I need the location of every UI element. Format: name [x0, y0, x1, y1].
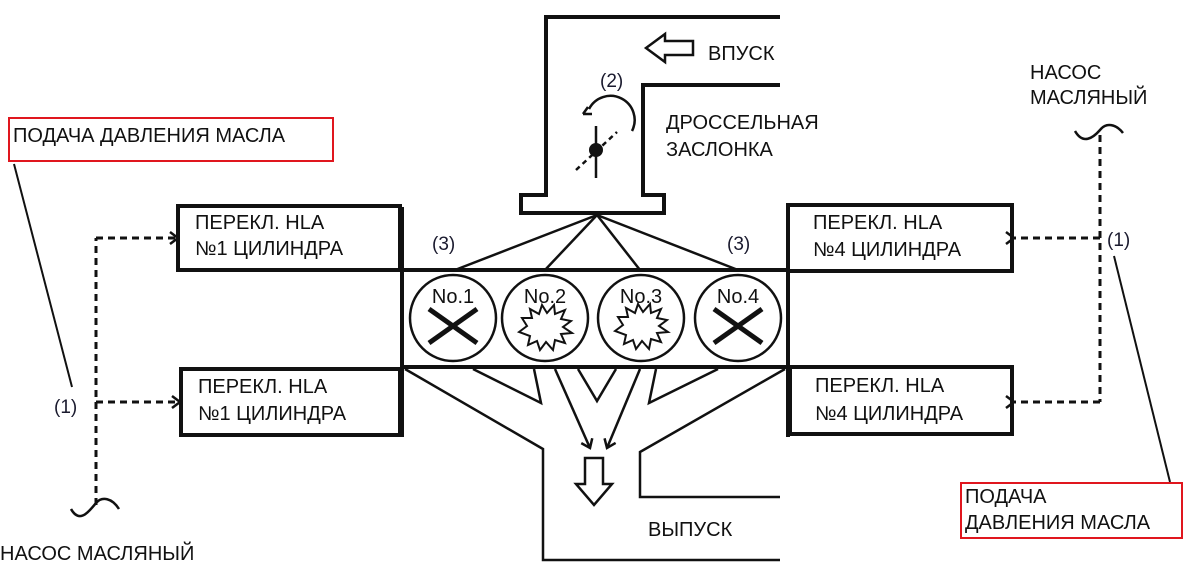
intake-duct: [519, 15, 780, 215]
switch-callout-left: (3): [432, 234, 455, 255]
svg-text:ПЕРЕКЛ. HLA: ПЕРЕКЛ. HLA: [195, 212, 325, 234]
svg-text:ПЕРЕКЛ. HLA: ПЕРЕКЛ. HLA: [815, 375, 945, 397]
cylinder-label: No.1: [432, 286, 474, 308]
exhaust-manifold: [404, 367, 786, 562]
oil-pump-right-label-line2: МАСЛЯНЫЙ: [1030, 85, 1147, 109]
throttle-valve-icon: [575, 126, 618, 178]
svg-text:ПОДАЧА: ПОДАЧА: [965, 486, 1047, 508]
oil-callout-left: (1): [54, 397, 77, 418]
svg-text:ПЕРЕКЛ. HLA: ПЕРЕКЛ. HLA: [198, 376, 328, 398]
burst-icon: [516, 302, 575, 353]
cylinder-4: No.4: [693, 273, 783, 363]
cylinder-1: No.1: [408, 273, 498, 363]
oil-callout-right: (1): [1107, 230, 1130, 251]
oil-pressure-label-left: ПОДАЧА ДАВЛЕНИЯ МАСЛА: [8, 117, 334, 162]
exhaust-arrow-icon: [573, 456, 615, 507]
intake-arrow-icon: [643, 31, 695, 65]
hla-switch-right-top: ПЕРЕКЛ. HLA №4 ЦИЛИНДРА: [786, 203, 1014, 273]
svg-text:№4 ЦИЛИНДРА: №4 ЦИЛИНДРА: [813, 239, 962, 261]
throttle-label-line2: ЗАСЛОНКА: [666, 139, 774, 161]
switch-callout-right: (3): [727, 234, 750, 255]
oil-pump-right-label-line1: НАСОС: [1030, 62, 1101, 84]
intake-runners: [454, 213, 739, 272]
rotation-arrow-icon: [581, 94, 636, 132]
cylinder-label: No.2: [524, 286, 566, 308]
throttle-callout: (2): [600, 71, 623, 92]
leader-line-left: [13, 163, 73, 388]
oil-line-left: [94, 238, 180, 505]
svg-text:ПОДАЧА ДАВЛЕНИЯ МАСЛА: ПОДАЧА ДАВЛЕНИЯ МАСЛА: [13, 125, 286, 147]
leader-line-right: [1113, 255, 1171, 483]
cylinder-label: No.4: [717, 286, 759, 308]
svg-text:ДАВЛЕНИЯ МАСЛА: ДАВЛЕНИЯ МАСЛА: [965, 512, 1151, 534]
hla-switch-right-bottom: ПЕРЕКЛ. HLA №4 ЦИЛИНДРА: [788, 365, 1014, 436]
cylinder-label: No.3: [620, 286, 662, 308]
hla-switch-left-top: ПЕРЕКЛ. HLA №1 ЦИЛИНДРА: [176, 204, 402, 272]
hla-switch-left-bottom: ПЕРЕКЛ. HLA №1 ЦИЛИНДРА: [179, 367, 402, 437]
oil-line-right: [1014, 135, 1102, 402]
exhaust-label: ВЫПУСК: [648, 519, 733, 541]
oil-pressure-label-right: ПОДАЧА ДАВЛЕНИЯ МАСЛА: [960, 482, 1183, 539]
cylinder-2: No.2: [500, 273, 590, 363]
svg-text:№1 ЦИЛИНДРА: №1 ЦИЛИНДРА: [195, 238, 344, 260]
burst-icon: [612, 301, 671, 352]
cross-icon: [712, 306, 764, 346]
cross-icon: [427, 306, 479, 346]
cylinder-3: No.3: [596, 273, 686, 363]
svg-text:ПЕРЕКЛ. HLA: ПЕРЕКЛ. HLA: [813, 212, 943, 234]
oil-pump-left-label: НАСОС МАСЛЯНЫЙ: [0, 541, 194, 565]
oil-pump-left-icon: [69, 497, 121, 518]
oil-pump-right-icon: [1073, 123, 1124, 141]
throttle-label-line1: ДРОССЕЛЬНАЯ: [666, 112, 819, 134]
intake-label: ВПУСК: [708, 43, 775, 65]
svg-text:№1 ЦИЛИНДРА: №1 ЦИЛИНДРА: [198, 403, 347, 425]
svg-text:№4 ЦИЛИНДРА: №4 ЦИЛИНДРА: [815, 403, 964, 425]
